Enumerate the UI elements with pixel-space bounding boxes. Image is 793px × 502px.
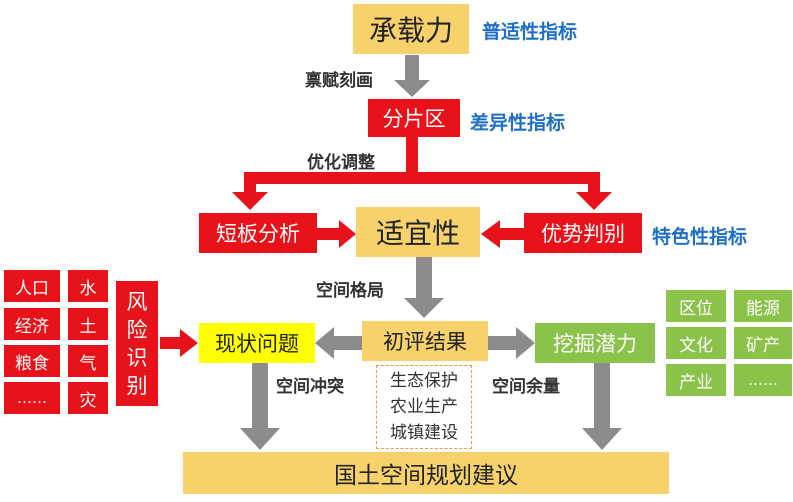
factor-location: 区位 xyxy=(666,290,726,322)
factor-disaster: 灾 xyxy=(68,382,108,414)
initial-item: 城镇建设 xyxy=(390,423,458,443)
node-status-issues: 现状问题 xyxy=(199,323,315,363)
arrow-optimize-split xyxy=(232,136,612,210)
node-zoning: 分片区 xyxy=(368,99,460,137)
node-initial-result: 初评结果 xyxy=(362,321,488,361)
factor-economy: 经济 xyxy=(4,308,60,340)
initial-item: 生态保护 xyxy=(390,371,458,391)
node-planning-proposal: 国土空间规划建议 xyxy=(183,452,669,494)
factor-grain: 粮食 xyxy=(4,345,60,377)
label-optimize: 优化调整 xyxy=(307,153,375,173)
arrow-initial-to-potential xyxy=(488,327,535,359)
factor-more: …… xyxy=(4,382,60,414)
risk-char: 别 xyxy=(126,373,148,398)
label-universal-indicator: 普适性指标 xyxy=(482,21,578,43)
node-capacity: 承载力 xyxy=(353,4,469,54)
label-feature-indicator: 特色性指标 xyxy=(652,226,748,248)
factor-soil: 土 xyxy=(68,308,108,340)
risk-char: 识 xyxy=(126,345,148,370)
label-conflict: 空间冲突 xyxy=(276,377,344,397)
arrow-advantage-to-suitability xyxy=(481,220,524,248)
factor-culture: 文化 xyxy=(666,327,726,359)
factor-energy: 能源 xyxy=(734,290,792,322)
factor-industry: 产业 xyxy=(666,364,726,396)
node-shortboard-analysis: 短板分析 xyxy=(199,213,317,253)
arrow-initial-to-status xyxy=(315,327,362,359)
arrow-shortboard-to-suitability xyxy=(317,220,356,248)
node-risk-identification: 风 险 识 别 xyxy=(116,281,158,406)
risk-char: 险 xyxy=(126,317,148,342)
initial-result-items: 生态保护 农业生产 城镇建设 xyxy=(376,365,472,449)
node-suitability: 适宜性 xyxy=(356,207,480,257)
factor-water: 水 xyxy=(68,270,108,302)
arrow-risk-to-status xyxy=(160,329,198,357)
label-layout: 空间格局 xyxy=(316,281,384,301)
node-potential: 挖掘潜力 xyxy=(535,323,655,363)
label-surplus: 空间余量 xyxy=(492,377,560,397)
label-endow: 禀赋刻画 xyxy=(305,71,373,91)
arrow-layout xyxy=(404,256,444,318)
arrow-surplus xyxy=(582,362,622,450)
arrow-endow xyxy=(394,55,430,97)
factor-population: 人口 xyxy=(4,270,60,302)
arrow-conflict xyxy=(240,362,280,450)
node-advantage-judgement: 优势判别 xyxy=(524,213,642,253)
label-difference-indicator: 差异性指标 xyxy=(470,112,566,134)
risk-char: 风 xyxy=(126,289,148,314)
factor-more: …… xyxy=(734,364,792,396)
factor-minerals: 矿产 xyxy=(734,327,792,359)
factor-climate: 气 xyxy=(68,345,108,377)
initial-item: 农业生产 xyxy=(390,397,458,417)
